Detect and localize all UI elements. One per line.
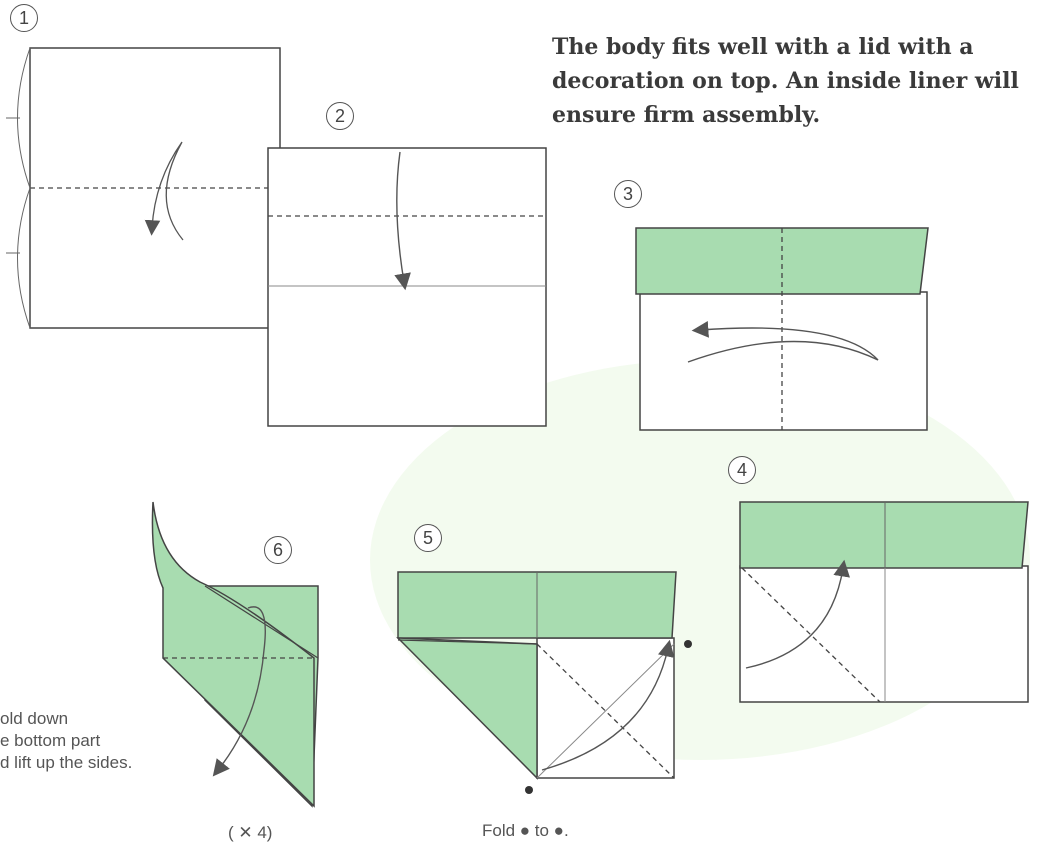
step-5-diagonal-fold-line-a <box>536 643 675 779</box>
step-5-paper <box>536 637 675 779</box>
step-4-paper <box>739 565 1029 703</box>
step-5-dot-right <box>684 640 692 648</box>
step-2-diagram <box>267 147 547 427</box>
step-number-5: 5 <box>414 524 442 552</box>
step-1-fold-arrow <box>144 141 184 241</box>
step-6-front-flap <box>151 501 315 808</box>
step-5-diagonal-crease-b <box>536 643 675 779</box>
step-6-repeat-count: ( ✕ 4) <box>228 823 273 842</box>
step-5-fold-arrow <box>541 639 675 771</box>
step-5-diagram <box>396 571 692 794</box>
intro-text: The body fits well with a lid with a dec… <box>552 34 1019 128</box>
step-4-diagram <box>739 501 1029 703</box>
step-2-fold-arrow <box>394 151 411 291</box>
step-6-fold-arrow <box>212 606 266 777</box>
step-number-1: 1 <box>10 4 38 32</box>
step-4-folded-flap <box>739 501 1029 569</box>
step-number-2: 2 <box>326 102 354 130</box>
step-1-measure-arc-bottom <box>17 187 31 329</box>
step-5-folded-triangle <box>396 637 538 780</box>
step-number-3: 3 <box>614 180 642 208</box>
step-6-note: old down e bottom part d lift up the sid… <box>0 709 133 772</box>
step-6-diagram <box>151 501 319 808</box>
step-number-6: 6 <box>264 536 292 564</box>
step-3-fold-arrow <box>687 321 879 363</box>
step-5-dot-bottom <box>525 786 533 794</box>
step-5-triangle-edge <box>397 639 538 645</box>
step-number-4: 4 <box>728 456 756 484</box>
step-5-note: Fold ● to ●. <box>482 821 569 840</box>
step-2-paper <box>267 147 547 427</box>
step-3-paper <box>639 291 928 431</box>
step-3-folded-flap <box>635 227 929 295</box>
step-4-fold-arrow <box>745 559 850 669</box>
step-6-edge-line <box>204 585 319 659</box>
step-1-diagram <box>6 47 281 329</box>
step-3-diagram <box>635 227 929 431</box>
